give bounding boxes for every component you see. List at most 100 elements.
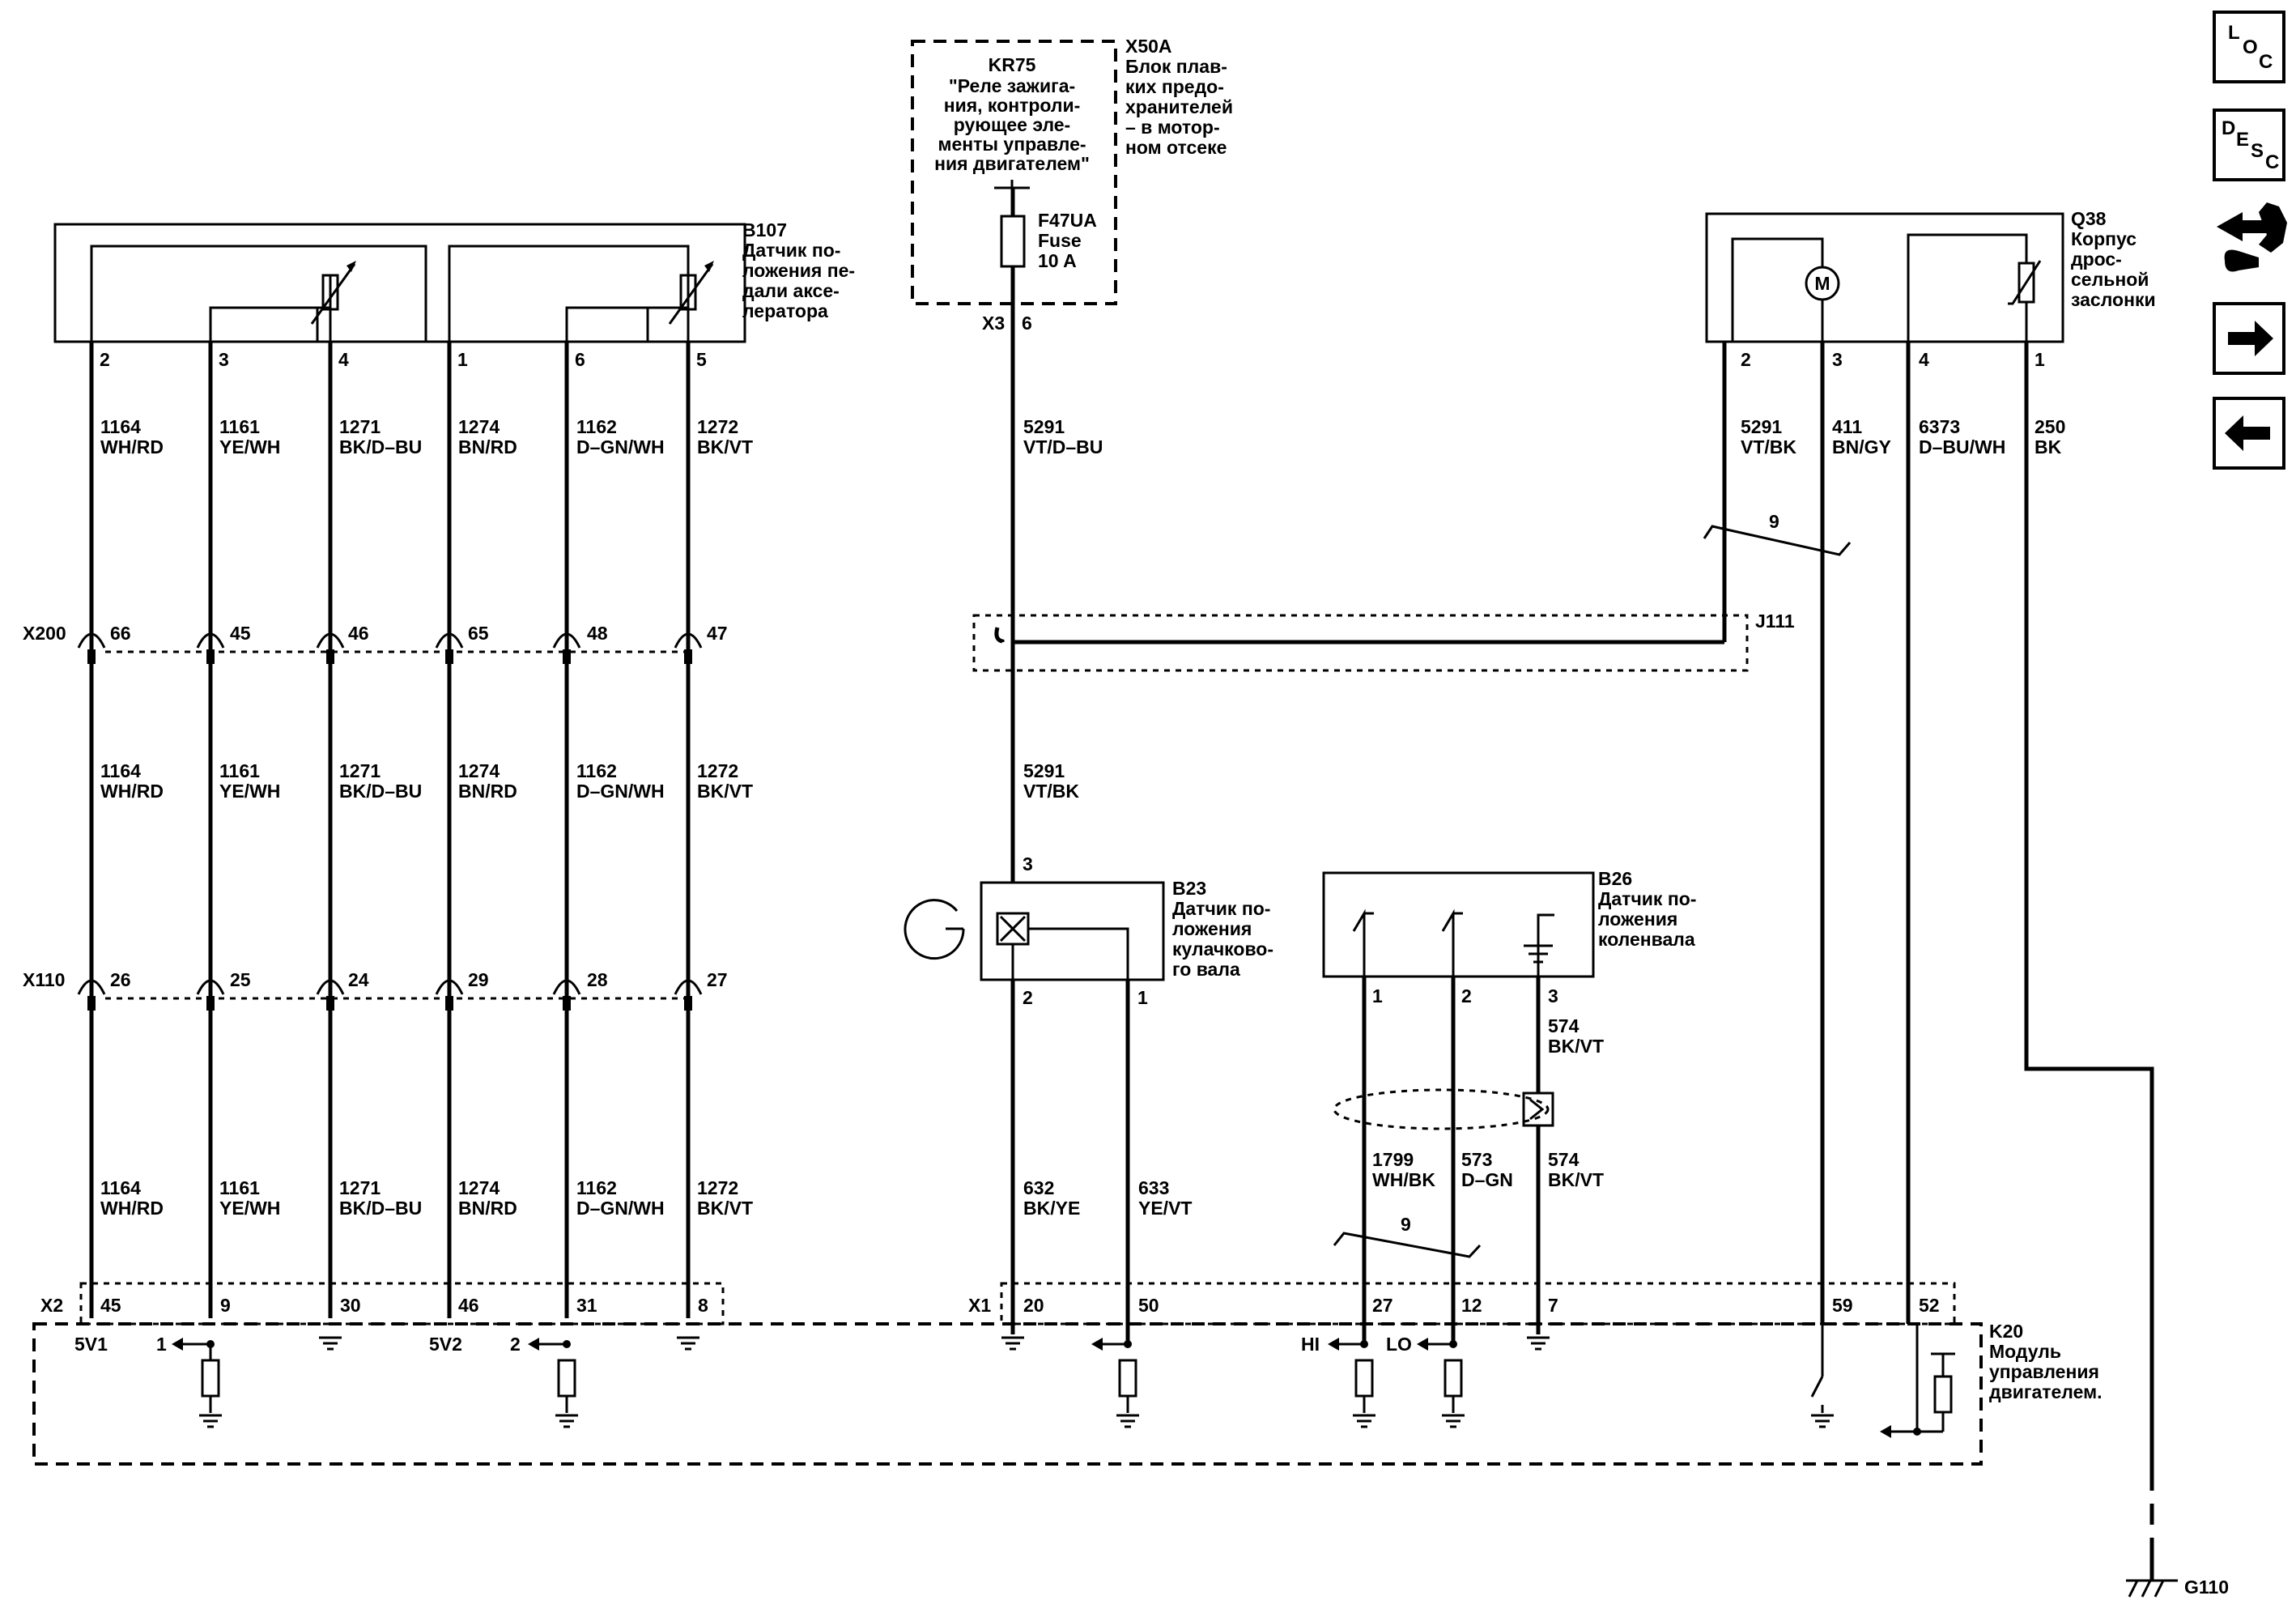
loc-letter: C (2259, 51, 2273, 73)
wire-color: YE/VT (1138, 1198, 1192, 1219)
splice-j111: J111 (972, 342, 1795, 672)
b107-wire-labels-top: 1164 WH/RD 1161 YE/WH 1271 BK/D–BU 1274 … (100, 416, 753, 457)
x2-pin: 9 (220, 1295, 231, 1316)
desc-letter: E (2236, 129, 2249, 151)
camshaft-wheel-icon (904, 899, 965, 960)
kr75-line: ния, контроли- (944, 95, 1081, 116)
q38-wires: 5291 VT/BK 411 BN/GY 6373 D–BU/WH 250 BK (1741, 342, 2154, 1556)
x110-label: X110 (23, 969, 65, 990)
x1-pin: 52 (1919, 1295, 1940, 1316)
connector-terminal (77, 979, 106, 995)
wire-number: 1799 (1372, 1149, 1414, 1170)
shield-ellipse (1333, 1088, 1550, 1130)
fuse-symbol (1000, 215, 1026, 268)
wire-color: BK/D–BU (339, 1198, 422, 1219)
wire-number: 1161 (219, 1177, 260, 1198)
x3-pin: 6 (1022, 313, 1032, 334)
connector-x200: X200 66 45 46 65 48 47 (23, 623, 728, 664)
fuse-block-x50a: KR75 "Реле зажига- ния, контроли- рующее… (911, 36, 1233, 334)
x200-label: X200 (23, 623, 66, 644)
fuse-label: Fuse (1038, 230, 1082, 251)
b107-pin: 5 (696, 349, 707, 370)
q38-line: сельной (2071, 269, 2149, 290)
connector-pin (87, 996, 96, 1011)
b23-line: кулачково- (1172, 938, 1273, 960)
b107-pedal-sensor: B107 Датчик по- ложения пе- дали аксе- л… (53, 219, 855, 343)
wire-number: 411 (1832, 416, 1862, 437)
b107-line: дали аксе- (742, 280, 840, 301)
fuse-label: 10 A (1038, 250, 1077, 271)
k20-engine-control-module: X2 X1 K20 Модуль управления двигателем. (32, 1282, 2103, 1466)
wire-number: 1161 (219, 760, 260, 781)
ground-g110: G110 (2126, 1556, 2229, 1598)
q38-pin: 2 (1741, 349, 1751, 370)
loc-button[interactable]: L O C (2213, 11, 2285, 83)
wire-number: 1162 (576, 416, 617, 437)
wire-color: BK/D–BU (339, 781, 422, 802)
kr75-line: ния двигателем" (934, 153, 1090, 174)
b23-title: B23 (1172, 878, 1206, 899)
x200-pin: 48 (587, 623, 608, 644)
wire-number: 1164 (100, 416, 141, 437)
connector-pin (326, 996, 334, 1011)
b107-wire-bundle (89, 342, 691, 1318)
k20-5v2-label: 5V2 (429, 1334, 462, 1355)
wire-color: VT/BK (1741, 436, 1796, 457)
q38-title: Q38 (2071, 208, 2107, 229)
wire-number: 1274 (458, 416, 500, 437)
wire-number: 632 (1023, 1177, 1054, 1198)
motor-label: M (1814, 273, 1830, 294)
wire-number: 1164 (100, 760, 141, 781)
b23-pin: 3 (1023, 853, 1033, 874)
x1-pin: 12 (1461, 1295, 1482, 1316)
g110-label: G110 (2184, 1577, 2229, 1598)
wire-number: 1162 (576, 1177, 617, 1198)
x50a-line: Блок плав- (1125, 56, 1227, 77)
connector-terminal (435, 979, 464, 995)
connector-terminal (316, 979, 345, 995)
connector-tools-icon[interactable] (2217, 202, 2287, 272)
wire-number: 1274 (458, 1177, 500, 1198)
b23-pin: 2 (1023, 987, 1033, 1008)
x200-pin: 46 (348, 623, 369, 644)
desc-button[interactable]: D E S C (2213, 109, 2285, 181)
q38-pin: 4 (1919, 349, 1929, 370)
wire-number: 1272 (697, 1177, 738, 1198)
b23-line: го вала (1172, 959, 1240, 980)
loc-letter: O (2243, 36, 2258, 58)
wire-number: 1272 (697, 760, 738, 781)
wire-color: D–GN/WH (576, 1198, 665, 1219)
wire-color: YE/WH (219, 436, 280, 457)
connector-terminal (196, 632, 225, 649)
wire-color: BK/VT (697, 436, 753, 457)
b26-pin: 1 (1372, 985, 1383, 1006)
twist-count: 9 (1401, 1214, 1411, 1235)
b26-pin: 2 (1461, 985, 1472, 1006)
j111-label: J111 (1755, 611, 1795, 632)
wire-number: 1271 (339, 1177, 381, 1198)
wire-color: BK (2035, 436, 2062, 457)
b26-wires: 574 BK/VT 1799 WH/BK 573 D–GN 574 BK/VT … (1333, 977, 1604, 1344)
wire-number: 1274 (458, 760, 500, 781)
connector-terminal (77, 632, 106, 649)
wire-number: 1272 (697, 416, 738, 437)
wire-color: WH/RD (100, 781, 164, 802)
k20-ref-label: 2 (510, 1334, 521, 1355)
arrow-left-icon[interactable] (2213, 397, 2285, 470)
x110-pin: 28 (587, 969, 608, 990)
x1-pin: 50 (1138, 1295, 1159, 1316)
k20-title: K20 (1989, 1321, 2023, 1342)
wire-color: BK/VT (697, 1198, 753, 1219)
wire-number: 5291 (1023, 416, 1065, 437)
b107-pin: 3 (219, 349, 229, 370)
wire-number: 250 (2035, 416, 2065, 437)
q38-line: заслонки (2071, 289, 2156, 310)
k20-internal-circuits (172, 1324, 1955, 1438)
wire-number: 1162 (576, 760, 617, 781)
wire-color: BK/VT (697, 781, 753, 802)
b26-line: коленвала (1598, 929, 1695, 950)
x1-label: X1 (968, 1295, 991, 1316)
q38-pin: 1 (2035, 349, 2045, 370)
arrow-right-icon[interactable] (2213, 302, 2285, 375)
